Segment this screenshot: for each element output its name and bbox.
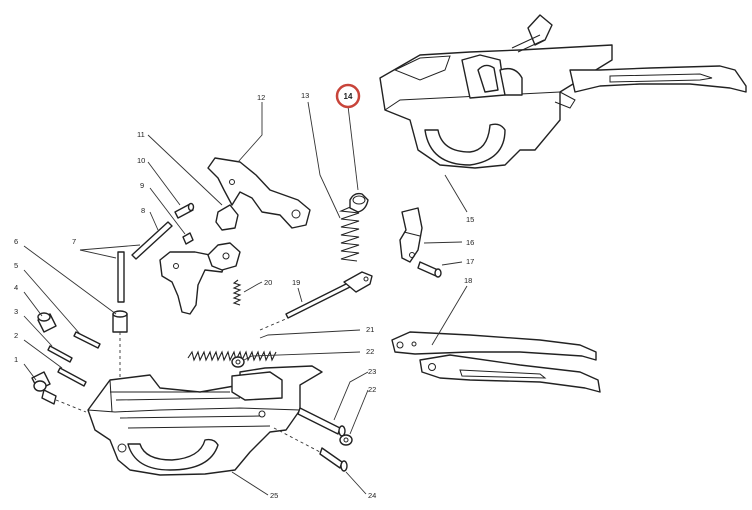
callout-3: 3 bbox=[14, 307, 18, 316]
callout-18: 18 bbox=[464, 276, 472, 285]
part-19-rod bbox=[285, 271, 373, 319]
callout-13: 13 bbox=[301, 91, 309, 100]
highlight-ring bbox=[335, 83, 361, 109]
callout-6: 6 bbox=[14, 237, 18, 246]
callout-21: 21 bbox=[366, 325, 374, 334]
part-9-pin bbox=[149, 187, 194, 245]
part-20-spring bbox=[232, 279, 263, 306]
part-1 bbox=[23, 363, 87, 413]
callout-9: 9 bbox=[140, 181, 144, 190]
callout-23: 23 bbox=[368, 367, 376, 376]
callout-5: 5 bbox=[14, 261, 18, 270]
part-3 bbox=[23, 315, 73, 363]
part-22-washer-upper bbox=[231, 351, 361, 368]
callout-12: 12 bbox=[257, 93, 265, 102]
callout-19: 19 bbox=[292, 278, 300, 287]
callout-22-upper: 22 bbox=[366, 347, 374, 356]
callout-4: 4 bbox=[14, 283, 18, 292]
part-11 bbox=[147, 134, 239, 231]
part-16-lever bbox=[399, 207, 463, 263]
part-21-spring bbox=[187, 317, 361, 362]
part-18-trigger-bar bbox=[391, 285, 601, 393]
callout-labels: 1 2 3 4 5 6 7 8 9 10 11 12 13 15 16 17 1… bbox=[14, 91, 474, 500]
callout-8: 8 bbox=[141, 206, 145, 215]
callout-1: 1 bbox=[14, 355, 18, 364]
callout-25: 25 bbox=[270, 491, 278, 500]
part-7-springs bbox=[79, 244, 141, 303]
part-17-pin bbox=[417, 261, 463, 278]
part-24-pin bbox=[273, 427, 367, 495]
part-25-frame bbox=[87, 365, 323, 496]
callout-2: 2 bbox=[14, 331, 18, 340]
part-8-rod bbox=[131, 211, 173, 260]
callout-20: 20 bbox=[264, 278, 272, 287]
part-10-pin bbox=[147, 161, 195, 219]
part-13-spring bbox=[307, 101, 360, 262]
part-4 bbox=[23, 291, 57, 333]
callout-7: 7 bbox=[72, 237, 76, 246]
callout-14: 14 bbox=[344, 92, 353, 101]
callout-15: 15 bbox=[466, 215, 474, 224]
part-12 bbox=[207, 102, 311, 229]
callout-22-lower: 22 bbox=[368, 385, 376, 394]
trigger-group-assembly bbox=[379, 14, 747, 213]
highlighted-callout-14: 14 bbox=[335, 83, 361, 109]
callout-16: 16 bbox=[466, 238, 474, 247]
callout-24: 24 bbox=[368, 491, 376, 500]
callout-10: 10 bbox=[137, 156, 145, 165]
part-2 bbox=[23, 339, 87, 387]
callout-17: 17 bbox=[466, 257, 474, 266]
part-14-cap bbox=[347, 105, 369, 213]
part-5 bbox=[23, 269, 101, 349]
callout-11: 11 bbox=[137, 130, 145, 139]
trigger-assembly-parts bbox=[159, 242, 241, 315]
part-23-pin bbox=[297, 371, 369, 437]
part-22-washer-lower bbox=[339, 389, 369, 446]
